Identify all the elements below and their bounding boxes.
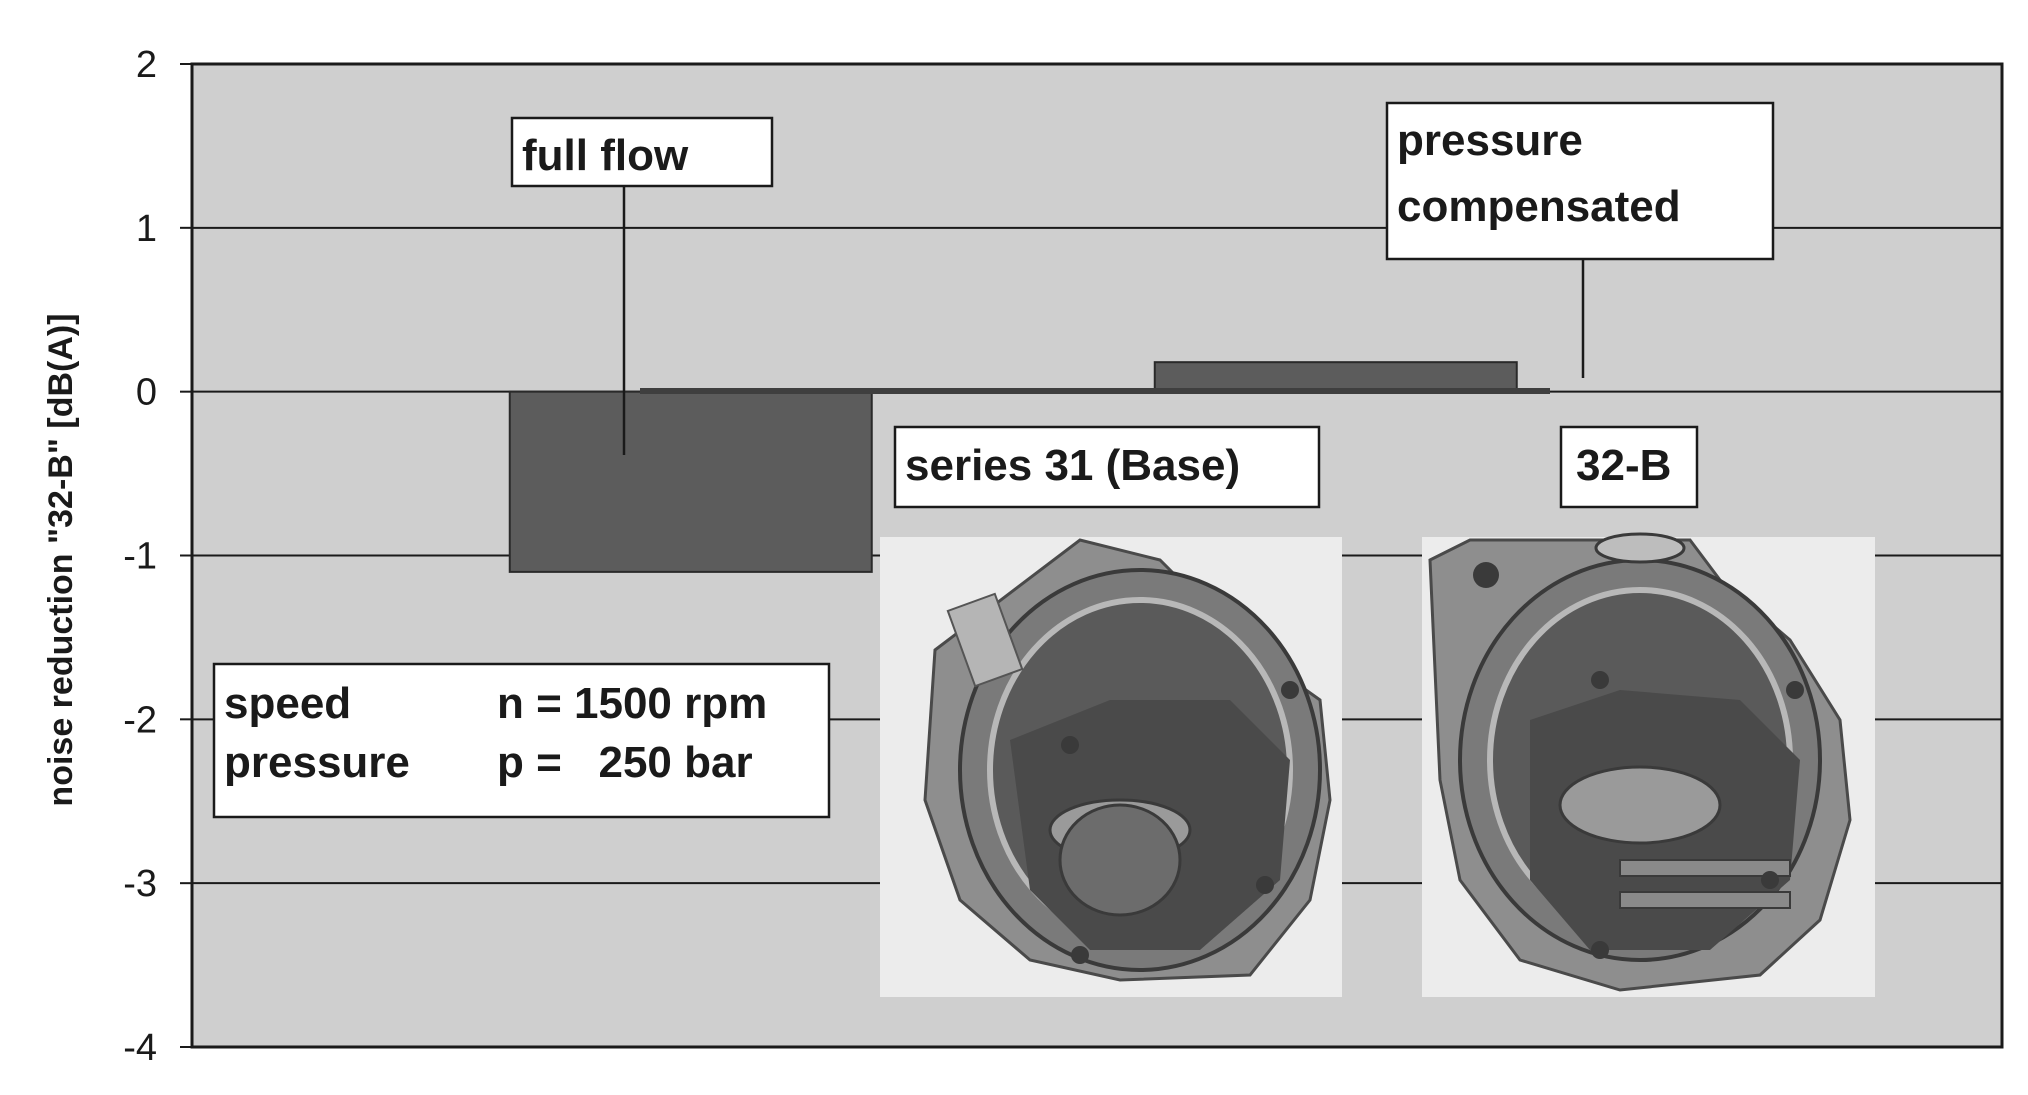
b32-label-box bbox=[1559, 425, 1699, 509]
y-tick-label: 1 bbox=[136, 208, 157, 250]
bar-pressure-compensated bbox=[1153, 361, 1518, 393]
pressure-compensated-label-box bbox=[1385, 101, 1775, 261]
conditions-box bbox=[212, 662, 831, 819]
speed-label: speed bbox=[224, 679, 351, 728]
y-tick-label: -2 bbox=[123, 699, 157, 741]
full-flow-label: full flow bbox=[522, 131, 689, 180]
pressure-compensated-label-line2: compensated bbox=[1397, 182, 1681, 231]
bars bbox=[508, 361, 1518, 573]
b32-label: 32-B bbox=[1576, 441, 1671, 490]
y-tick-label: -3 bbox=[123, 863, 157, 905]
zero-reference-strip bbox=[640, 388, 1550, 394]
speed-value: n = 1500 rpm bbox=[497, 679, 767, 728]
series31-pump-photo bbox=[880, 537, 1342, 997]
y-tick-label: 0 bbox=[136, 372, 157, 414]
series31-label: series 31 (Base) bbox=[905, 441, 1240, 490]
full-flow-label-box bbox=[510, 116, 774, 188]
pressure-label: pressure bbox=[224, 738, 410, 787]
series31-label-box bbox=[893, 425, 1321, 509]
bar-full-flow bbox=[508, 390, 873, 573]
y-tick-label: -1 bbox=[123, 536, 157, 578]
y-tick-labels: 2 1 0 -1 -2 -3 -4 bbox=[123, 44, 192, 1069]
pressure-compensated-label-line1: pressure bbox=[1397, 116, 1583, 165]
y-tick-label: 2 bbox=[136, 44, 157, 86]
y-tick-label: -4 bbox=[123, 1027, 157, 1069]
y-axis-label: noise reduction "32-B" [dB(A)] bbox=[42, 313, 80, 806]
b32-pump-photo bbox=[1422, 532, 1875, 997]
pressure-value: p = 250 bar bbox=[497, 738, 753, 787]
